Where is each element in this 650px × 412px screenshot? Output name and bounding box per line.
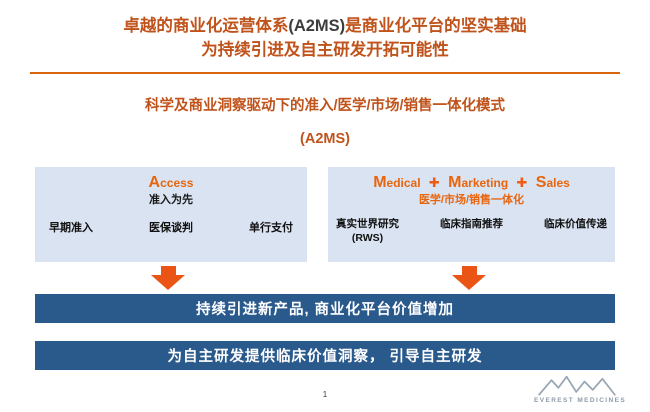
mms-item-line2: (RWS) bbox=[351, 232, 384, 244]
slide-subtitle: 科学及商业洞察驱动下的准入/医学/市场/销售一体化模式 (A2MS) bbox=[0, 90, 650, 156]
sales-initial: S bbox=[535, 174, 547, 191]
logo-text: EVEREST MEDICINES bbox=[534, 397, 627, 404]
sales-rest: ales bbox=[546, 176, 570, 190]
everest-medicines-logo: EVEREST MEDICINES bbox=[534, 374, 627, 404]
mms-items: 真实世界研究 (RWS) 临床指南推荐 临床价值传递 bbox=[328, 217, 615, 245]
slide-title: 卓越的商业化运营体系(A2MS)是商业化平台的坚实基础 为持续引进及自主研发开拓… bbox=[0, 14, 650, 62]
word-marketing: Marketing bbox=[448, 174, 509, 191]
title-suffix: 是商业化平台的坚实基础 bbox=[345, 17, 527, 35]
marketing-initial: M bbox=[448, 174, 462, 191]
medical-initial: M bbox=[373, 174, 387, 191]
arrow-stem bbox=[461, 266, 477, 275]
arrow-head bbox=[151, 275, 185, 290]
banner-continuous-inlicensing: 持续引进新产品, 商业化平台价值增加 bbox=[35, 294, 615, 323]
access-box: Access 准入为先 早期准入 医保谈判 单行支付 bbox=[35, 167, 307, 262]
marketing-rest: arketing bbox=[461, 176, 509, 190]
access-box-subtitle: 准入为先 bbox=[149, 194, 193, 206]
plus-icon: ✚ bbox=[516, 175, 528, 190]
mms-item-line1: 真实世界研究 bbox=[336, 218, 399, 230]
plus-icon: ✚ bbox=[428, 175, 440, 190]
down-arrow-icon bbox=[452, 266, 486, 290]
banner-self-rd: 为自主研发提供临床价值洞察， 引导自主研发 bbox=[35, 341, 615, 370]
word-medical: Medical bbox=[373, 174, 421, 191]
title-a2ms: (A2MS) bbox=[288, 17, 346, 35]
access-item: 早期准入 bbox=[49, 222, 93, 234]
mms-item-line1: 临床价值传递 bbox=[544, 218, 607, 230]
mms-item: 临床指南推荐 bbox=[440, 217, 503, 245]
access-box-title: Access bbox=[35, 174, 307, 192]
title-line-1: 卓越的商业化运营体系(A2MS)是商业化平台的坚实基础 bbox=[0, 14, 650, 38]
title-prefix: 卓越的商业化运营体系 bbox=[123, 17, 289, 35]
mms-item: 临床价值传递 bbox=[544, 217, 607, 245]
mms-item: 真实世界研究 (RWS) bbox=[336, 217, 399, 245]
access-initial: A bbox=[148, 174, 161, 191]
title-line-2: 为持续引进及自主研发开拓可能性 bbox=[201, 41, 449, 59]
access-item: 医保谈判 bbox=[149, 222, 193, 234]
word-sales: Sales bbox=[535, 174, 570, 191]
mms-box: Medical ✚ Marketing ✚ Sales 医学/市场/销售一体化 … bbox=[328, 167, 615, 262]
arrow-head bbox=[452, 275, 486, 290]
mms-item-line1: 临床指南推荐 bbox=[440, 218, 503, 230]
mms-box-subtitle: 医学/市场/销售一体化 bbox=[418, 194, 525, 206]
title-divider-line bbox=[30, 72, 620, 74]
subtitle-line-1: 科学及商业洞察驱动下的准入/医学/市场/销售一体化模式 bbox=[144, 98, 506, 114]
down-arrow-icon bbox=[151, 266, 185, 290]
medical-rest: edical bbox=[386, 176, 421, 190]
access-items: 早期准入 医保谈判 单行支付 bbox=[35, 221, 307, 235]
page-number: 1 bbox=[322, 390, 328, 399]
arrow-stem bbox=[160, 266, 176, 275]
mms-box-title: Medical ✚ Marketing ✚ Sales bbox=[328, 174, 615, 192]
subtitle-line-2: (A2MS) bbox=[300, 131, 350, 147]
access-rest: ccess bbox=[160, 176, 194, 190]
access-item: 单行支付 bbox=[249, 222, 293, 234]
mountain-icon bbox=[538, 375, 616, 396]
